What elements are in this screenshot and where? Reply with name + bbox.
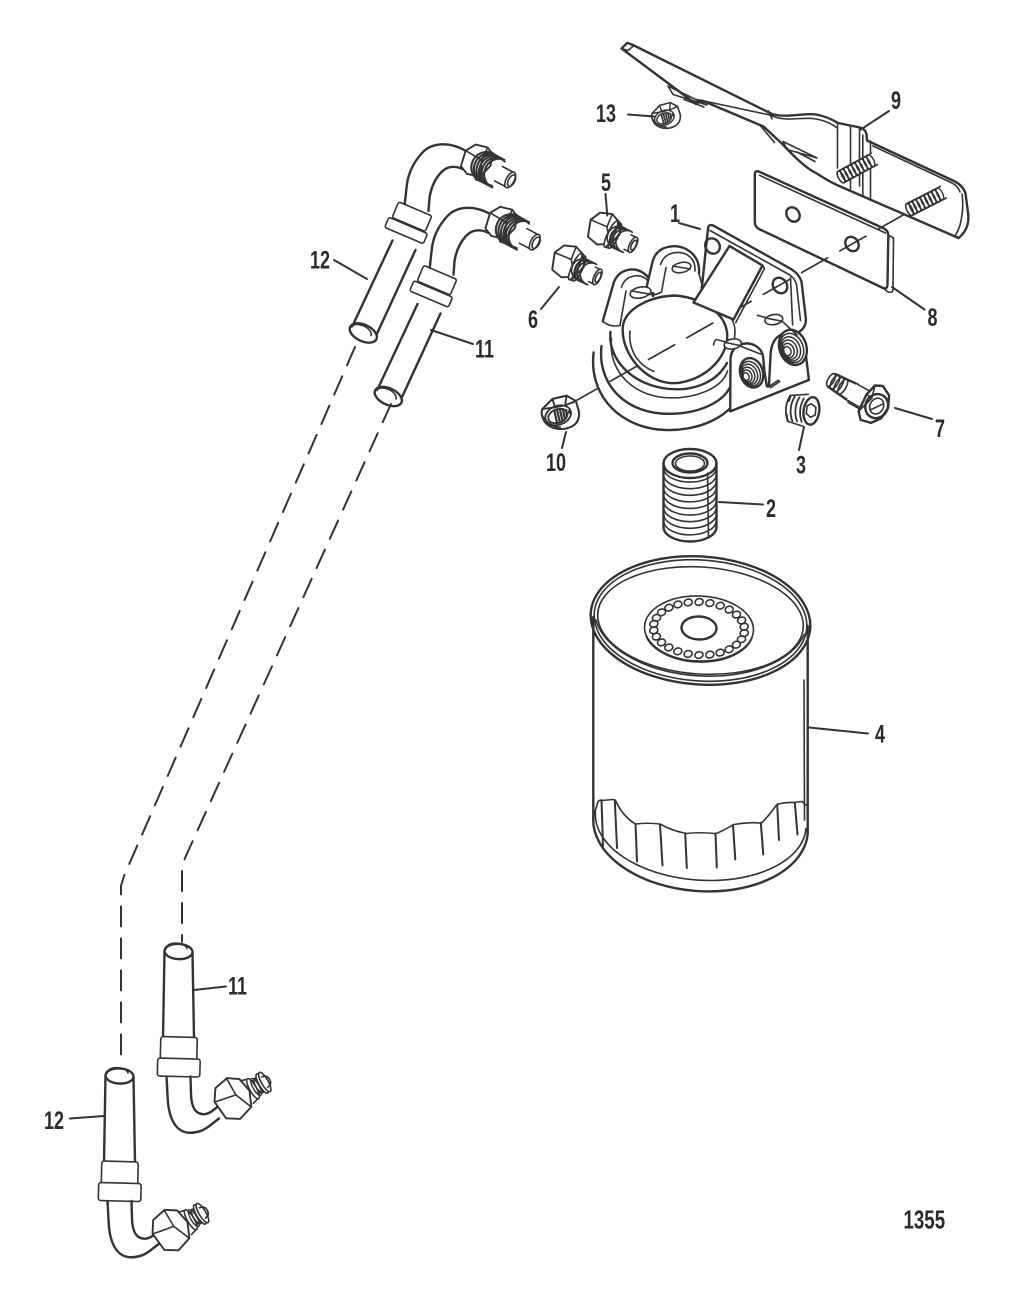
svg-text:8: 8 <box>928 303 938 332</box>
svg-text:11: 11 <box>475 335 494 364</box>
svg-text:7: 7 <box>935 414 945 443</box>
svg-text:11: 11 <box>228 972 247 1001</box>
svg-text:10: 10 <box>546 448 566 477</box>
svg-text:2: 2 <box>766 494 776 523</box>
svg-text:4: 4 <box>875 720 885 749</box>
svg-text:13: 13 <box>596 99 616 128</box>
svg-text:9: 9 <box>891 86 901 115</box>
svg-text:1: 1 <box>670 199 680 228</box>
svg-text:5: 5 <box>601 168 611 197</box>
svg-text:6: 6 <box>528 305 538 334</box>
svg-text:1355: 1355 <box>904 1204 946 1234</box>
svg-text:12: 12 <box>44 1106 64 1135</box>
svg-text:12: 12 <box>310 246 330 275</box>
svg-text:3: 3 <box>796 451 806 480</box>
